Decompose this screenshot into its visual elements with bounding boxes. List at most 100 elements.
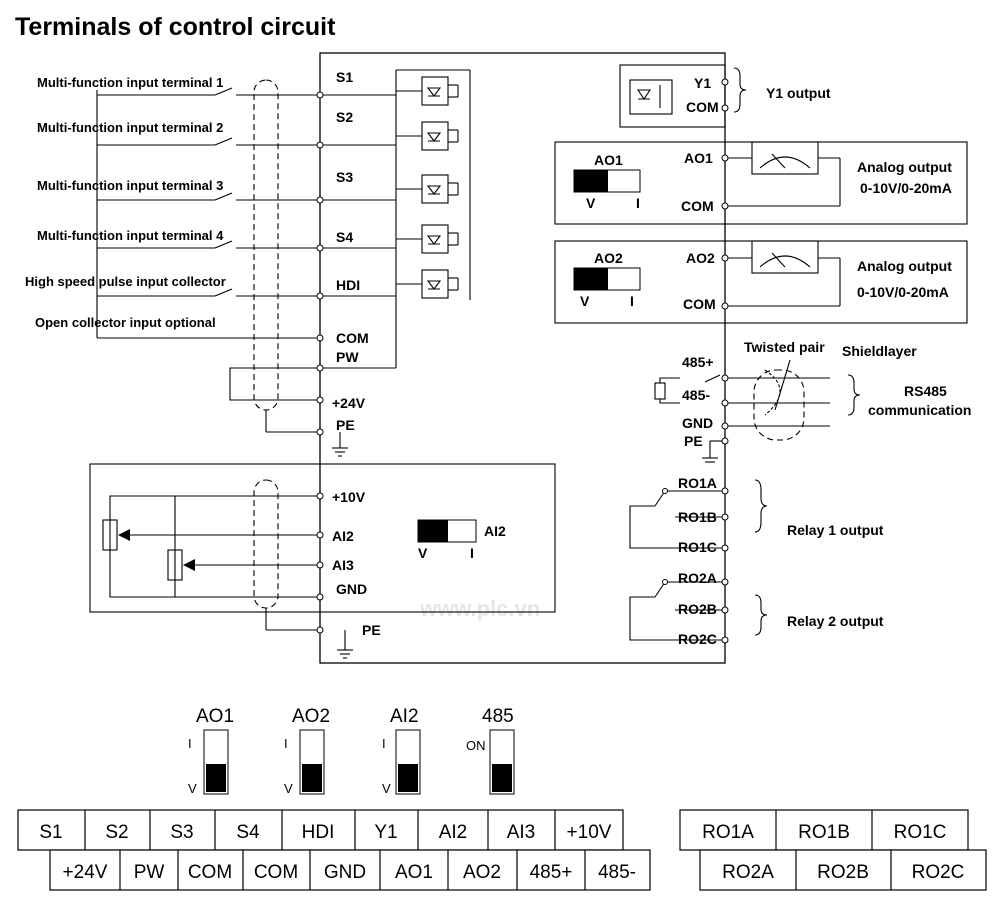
relay1-desc: Relay 1 output [787,522,884,538]
tb-cell: 485+ [530,862,573,883]
rs485-section [654,359,861,463]
arrow-icon [118,529,130,541]
terminal-dots [316,91,324,436]
terminal-s2: S2 [336,109,353,125]
dip-switch-ao2: AO2 I V [284,706,330,796]
ao1-switch-v: V [586,195,596,211]
dip-ao2-bottom: V [284,781,293,796]
optocoupler-icon [421,174,459,204]
dip-ai2-name: AI2 [390,706,419,727]
terminal-block-right [679,809,987,891]
ao2-switch-i: I [630,293,634,309]
analog-dots [316,492,324,634]
optocoupler-icon [421,269,459,299]
meter-icon [751,240,819,274]
tb-cell: AI3 [507,822,536,843]
terminal-ai2: AI2 [332,528,354,544]
input-label-4: Multi-function input terminal 4 [37,228,224,243]
tb-cell: AO1 [395,862,433,883]
dip-switch-ai2: AI2 I V [382,706,421,796]
tb-cell: S4 [236,822,260,843]
input-label-5: High speed pulse input collector [25,274,226,289]
terminal-485p: 485+ [682,354,714,370]
optocoupler-icon [629,79,673,115]
terminal-ao2-com: COM [683,296,716,312]
ao2-desc-1: Analog output [857,258,952,274]
terminal-gnd: GND [336,581,367,597]
tb-cell: 485- [598,862,636,883]
terminal-ao1: AO1 [684,150,713,166]
watermark: www.plc.vn [419,596,540,621]
diagram-title: Terminals of control circuit [15,13,336,41]
tb-cell: RO1A [702,822,754,843]
twisted-pair-label: Twisted pair [744,339,825,355]
tb-cell: HDI [302,822,335,843]
terminal-block-left-labels: S1 S2 S3 S4 HDI Y1 AI2 AI3 +10V +24V PW … [39,822,636,883]
terminal-485-gnd: GND [682,415,713,431]
terminal-y1: Y1 [694,75,711,91]
drive-boundary [319,52,726,664]
dip-485-top: ON [466,738,486,753]
terminal-ai3: AI3 [332,557,354,573]
terminal-s1: S1 [336,69,353,85]
tb-cell: AO2 [463,862,501,883]
tb-cell: PW [134,862,165,883]
relay-section [629,479,768,641]
dip-ao1-bottom: V [188,781,197,796]
input-label-6: Open collector input optional [35,315,216,330]
rs485-desc-2: communication [868,402,971,418]
input-label-3: Multi-function input terminal 3 [37,178,223,193]
input-label-1: Multi-function input terminal 1 [37,75,223,90]
input-labels: Multi-function input terminal 1 Multi-fu… [25,75,226,330]
y1-output-desc: Y1 output [766,85,831,101]
tb-cell: Y1 [374,822,397,843]
optocoupler-icon [421,76,459,106]
terminal-ro2c: RO2C [678,631,717,647]
tb-cell: COM [188,862,232,883]
analog-input-section [89,463,556,659]
terminal-com: COM [336,330,369,346]
arrow-icon [183,559,195,571]
terminal-10v: +10V [332,489,366,505]
optocoupler-icon [421,224,459,254]
ao2-switch-label: AO2 [594,250,623,266]
ai2-switch-label: AI2 [484,523,506,539]
terminal-pe: PE [336,417,355,433]
terminal-s4: S4 [336,229,353,245]
y1-output-section [619,64,747,128]
terminal-y1-com: COM [686,99,719,115]
terminal-24v: +24V [332,395,366,411]
terminal-485m: 485- [682,387,710,403]
shield-layer-label: Shieldlayer [842,343,917,359]
terminal-pe-2: PE [362,622,381,638]
dip-switch-ao1: AO1 I V [188,706,234,796]
ao1-switch: AO1 V I [573,152,641,211]
ao2-switch-v: V [580,293,590,309]
potentiometer-icon [167,549,183,581]
ao1-switch-label: AO1 [594,152,623,168]
tb-cell: RO1C [894,822,947,843]
digital-input-section [96,69,471,457]
terminal-ao2: AO2 [686,250,715,266]
input-label-2: Multi-function input terminal 2 [37,120,223,135]
dip-ao2-top: I [284,736,288,751]
dip-switch-485: 485 ON [466,706,515,795]
ao2-switch: AO2 V I [573,250,641,309]
tb-cell: RO2B [817,862,869,883]
ao1-desc-2: 0-10V/0-20mA [860,180,952,196]
tb-cell: RO2C [912,862,965,883]
tb-cell: S2 [105,822,128,843]
relay2-desc: Relay 2 output [787,613,884,629]
dip-ao1-name: AO1 [196,706,234,727]
terminal-s3: S3 [336,169,353,185]
terminal-pw: PW [336,349,359,365]
ao1-section [554,141,968,225]
terminal-ro1b: RO1B [678,509,717,525]
meter-icon [751,141,819,175]
dip-ai2-top: I [382,736,386,751]
terminal-ro2b: RO2B [678,601,717,617]
tb-cell: RO2A [722,862,774,883]
tb-cell: RO1B [798,822,850,843]
ai2-switch: AI2 V I [417,519,506,561]
input-terminal-names: S1 S2 S3 S4 HDI COM PW +24V PE [332,69,369,433]
